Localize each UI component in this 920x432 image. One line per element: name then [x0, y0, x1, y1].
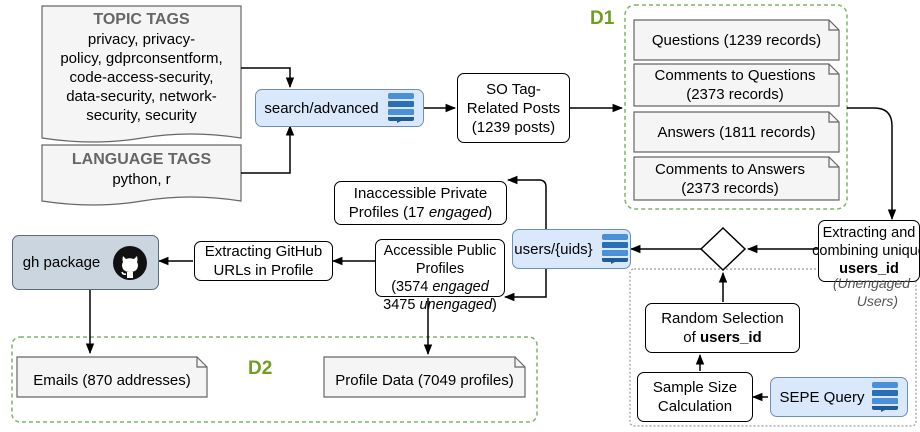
sample-size-line: Calculation	[657, 398, 733, 415]
language-tags-document: LANGUAGE TAGS python, r	[42, 150, 241, 194]
github-urls-line: Extracting GitHub	[204, 243, 323, 260]
topic-tags-title: TOPIC TAGS	[93, 11, 190, 28]
gh-package: gh package	[12, 235, 159, 290]
random-selection-line: Random Selection	[661, 310, 784, 327]
accessible-line3: (3574 engaged	[391, 279, 489, 295]
topic-tags-line: privacy, privacy-	[87, 31, 196, 48]
stackexchange-icon	[871, 382, 898, 412]
extracting-line: Extracting and	[822, 225, 916, 241]
search-advanced-label: search/advanced	[264, 99, 379, 117]
language-tags-title: LANGUAGE TAGS	[71, 151, 212, 168]
users-uids-endpoint: users/{uids}	[512, 229, 631, 269]
stackexchange-icon	[387, 93, 414, 123]
d2-profile-data: Profile Data (7049 profiles)	[335, 371, 514, 389]
search-advanced-endpoint: search/advanced	[255, 89, 424, 127]
so-posts-line: Related Posts	[466, 99, 561, 117]
sample-size-line: Sample Size	[652, 379, 738, 396]
d2-label: D2	[248, 358, 273, 379]
users-uids-label: users/{uids}	[514, 240, 593, 258]
d1-answers: Answers (1811 records)	[657, 123, 816, 141]
topic-tags-line: data-security, network-	[66, 88, 217, 105]
accessible-text: Accessible Public Profiles (3574 engaged…	[365, 242, 515, 314]
extracting-github-urls: Extracting GitHub URLs in Profile	[194, 241, 333, 281]
extracting-bold: users_id	[839, 261, 899, 277]
so-posts-line: SO Tag-	[486, 80, 541, 98]
so-tag-related-posts: SO Tag- Related Posts (1239 posts)	[457, 73, 570, 143]
topic-tags-line: security, security	[86, 107, 197, 124]
extracting-line: combining unique	[812, 243, 920, 259]
so-posts-line: (1239 posts)	[471, 118, 556, 136]
unengaged-line: Users)	[856, 293, 898, 309]
d2-group-border	[11, 336, 538, 423]
accessible-line: Accessible Public	[383, 243, 497, 259]
edges	[85, 67, 897, 402]
d2-note-shapes	[16, 356, 526, 398]
accessible-line4: 3475 unengaged)	[383, 297, 497, 313]
d1-questions: Questions (1239 records)	[651, 31, 822, 49]
unengaged-group-border	[629, 268, 917, 427]
language-tags-doc-shape	[41, 144, 242, 206]
github-urls-line: URLs in Profile	[213, 262, 314, 279]
d1-comments-to-questions: Comments to Questions (2373 records)	[654, 67, 816, 103]
stackexchange-icon	[601, 234, 628, 264]
sample-size-calculation: Sample Size Calculation	[637, 372, 753, 422]
sepe-query: SEPE Query	[770, 377, 908, 417]
d1-note-shapes	[633, 19, 840, 201]
inaccessible-line2: Profiles (17 engaged)	[348, 204, 493, 221]
d2-emails: Emails (870 addresses)	[33, 371, 191, 389]
accessible-public-profiles	[375, 239, 505, 297]
d1-group-border	[624, 4, 848, 210]
unengaged-line: (Unengaged	[832, 275, 910, 291]
github-icon	[113, 245, 148, 280]
gh-package-label: gh package	[22, 254, 101, 271]
d1-label: D1	[590, 8, 615, 29]
d1-comments-to-answers: Comments to Answers (2373 records)	[654, 160, 806, 197]
topic-tags-line: code-access-security,	[69, 69, 214, 86]
extracting-unique-users: Extracting and combining unique users_id	[812, 220, 920, 282]
random-selection-line2: of users_id	[683, 329, 762, 346]
accessible-line: Profiles	[415, 261, 465, 277]
topic-tags-document: TOPIC TAGS privacy, privacy- policy, gdp…	[42, 8, 241, 136]
topic-tags-line: policy, gdprconsentform,	[60, 50, 223, 67]
language-tags-line: python, r	[112, 171, 171, 188]
topic-tags-doc-shape	[41, 5, 242, 143]
inaccessible-private-profiles: Inaccessible Private Profiles (17 engage…	[334, 181, 507, 225]
random-selection: Random Selection of users_id	[645, 303, 800, 353]
unengaged-users-label: (Unengaged Users)	[808, 274, 914, 310]
sepe-query-label: SEPE Query	[779, 388, 865, 406]
inaccessible-line: Inaccessible Private	[353, 185, 488, 202]
merge-diamond	[699, 226, 747, 272]
